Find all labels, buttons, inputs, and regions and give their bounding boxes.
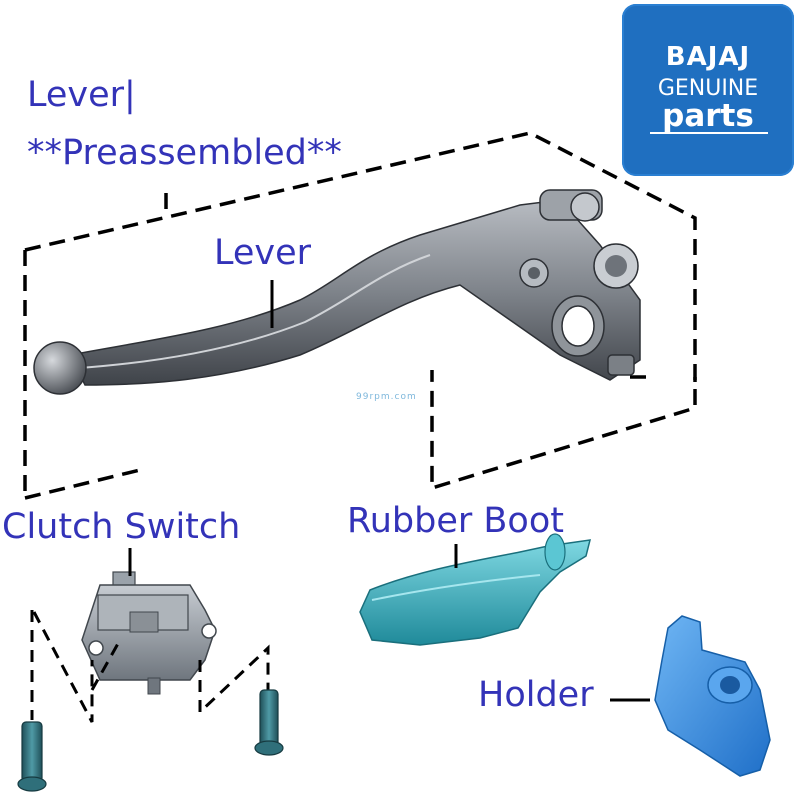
preassembled-label-line1: Lever| [27,75,136,115]
holder-label: Holder [478,675,594,715]
bajaj-genuine-parts-logo: BAJAJ GENUINE parts [622,4,794,176]
logo-line2: GENUINE [657,76,759,101]
clutch-switch-label: Clutch Switch [2,507,241,547]
holder-part [654,615,771,777]
rubber-boot-label: Rubber Boot [347,501,564,541]
pin-part-right [254,689,284,756]
switch-mounting-lines [30,610,270,723]
rubber-boot-part [359,533,591,646]
logo-underline [650,132,768,134]
logo-brand: BAJAJ [665,42,751,72]
clutch-switch-part [81,571,217,695]
lever-label: Lever [214,233,312,273]
preassembled-outline [23,131,697,500]
logo-line3: parts [662,98,754,134]
lever-part [33,189,641,395]
preassembled-label-line2: **Preassembled** [27,133,342,173]
watermark: 99rpm.com [356,392,417,402]
pin-part-left [17,721,47,792]
